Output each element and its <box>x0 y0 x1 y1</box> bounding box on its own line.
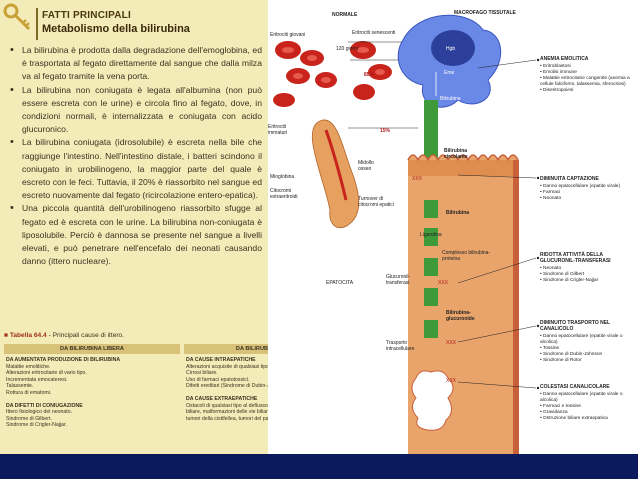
table-line: Malattie emolitiche. <box>6 363 51 370</box>
label-ligandina: Ligandina <box>420 232 442 238</box>
table-caption: ■ Tabella 64.4 - Principali cause di itt… <box>4 332 125 339</box>
bullet-item: La bilirubina è prodotta dalla degradazi… <box>8 44 262 84</box>
cause-title-glucuronil: RIDOTTA ATTIVITÀ DELLA GLUCURONIL-TRANSF… <box>540 252 611 264</box>
page-title: FATTI PRINCIPALI <box>42 10 131 21</box>
cause-item: Gravidanza <box>540 410 636 416</box>
table-col1: DA AUMENTATA PRODUZIONE DI BILIRUBINA Ma… <box>6 356 178 429</box>
cause-item: Neonato <box>540 196 636 202</box>
page-subtitle: Metabolismo della bilirubina <box>42 23 190 35</box>
table-line: Cirrosi biliare. <box>186 370 218 377</box>
bile-canaliculus <box>411 370 454 431</box>
label-bilirubina-liver: Bilirubina <box>446 210 470 216</box>
table-line: Incrementata emocateresi. <box>6 376 68 383</box>
table-line: Sindrome di Crigler-Najjar. <box>6 422 67 429</box>
table-section: DA AUMENTATA PRODUZIONE DI BILIRUBINA <box>6 357 121 363</box>
table-line: Alterazioni eritrocitarie di vario tipo. <box>6 370 87 377</box>
label-bilirubina-circolante: Bilirubina circolante <box>444 148 468 160</box>
table-line: Talassemie. <box>6 383 34 390</box>
label-mioglobina: Mioglobina <box>270 174 295 180</box>
label-trasporto: Trasporto intracellulare <box>386 340 415 352</box>
xxx-marker: XXX <box>446 378 457 384</box>
table-col2: DA CAUSE INTRAEPATICHE Alterazioni acqui… <box>186 356 362 422</box>
table-caption-text: - Principali cause di ittero. <box>46 332 125 339</box>
header-divider <box>36 8 266 40</box>
cause-item: Danno epatocellulare (epatite virale o a… <box>540 334 636 346</box>
cause-item: Neonato <box>540 266 636 272</box>
label-85: 85% <box>364 72 375 78</box>
bilirubin-diagram: NORMALE MACROFAGO TISSUTALE Eritrociti g… <box>268 0 638 454</box>
key-icon <box>3 3 31 31</box>
label-complesso: Complesso bilirubina-proteina <box>442 250 491 262</box>
label-turnover: Turnover di citocromi epatici <box>358 196 394 208</box>
cause-title-captazione: DIMINUITA CAPTAZIONE <box>540 176 599 182</box>
cause-title-trasporto: DIMINUITO TRASPORTO NEL CANALICOLO <box>540 320 611 332</box>
bullet-item: La bilirubina non coniugata è legata all… <box>8 84 262 137</box>
cause-item: Farmaci e tossine <box>540 404 636 410</box>
label-citocromi: Citocromi extraeritroidi <box>270 188 298 200</box>
cause-item: Danno epatocellulare (epatite virale o a… <box>540 392 636 404</box>
cause-item: Sindrome di Rotor <box>540 358 636 364</box>
cause-list-glucuronil: Neonato Sindrome di Gilbert Sindrome di … <box>540 266 636 284</box>
label-macrofago: MACROFAGO TISSUTALE <box>454 10 516 16</box>
cause-title-colestasi: COLESTASI CANALICOLARE <box>540 384 610 390</box>
bullet-item: La bilirubina coniugata (idrosolubile) è… <box>8 136 262 202</box>
cause-item: Sindrome di Crigler-Najjar <box>540 278 636 284</box>
table-line: Difetti ereditari (Sindrome di Dubin-Joh… <box>186 383 335 390</box>
cause-title-anemia: ANEMIA EMOLITICA <box>540 56 589 62</box>
cause-item: Ostruzione biliare extraepatica <box>540 416 636 422</box>
bullet-item: Una piccola quantità dell'urobilinogeno … <box>8 202 262 268</box>
label-epatocita: EPATOCITA <box>326 280 354 286</box>
cause-item: Farmaci <box>540 190 636 196</box>
label-eritrociti-immaturi: Eritrociti immaturi <box>268 124 288 136</box>
label-bil-glucuronide: Bilirubina-glucuronide <box>446 310 475 322</box>
label-midollo: Midollo osseo <box>358 160 374 172</box>
table-section: DA CAUSE EXTRAEPATICHE <box>186 395 258 402</box>
table-section: DA CAUSE INTRAEPATICHE <box>186 357 256 363</box>
table-line: Alterazioni acquisite di qualsiasi tipo … <box>186 363 304 370</box>
label-normale: NORMALE <box>332 12 358 18</box>
cause-list-trasporto: Danno epatocellulare (epatite virale o a… <box>540 334 636 364</box>
cause-item: Danno epatocellulare (epatite virale) <box>540 184 636 190</box>
label-eritrociti-giovani: Eritrociti giovani <box>270 32 306 38</box>
cause-item: Emolisi immune <box>540 70 636 76</box>
label-hgb: Hgb <box>446 46 456 52</box>
table-line: Ostacoli di qualsiasi tipo al deflusso d… <box>186 402 348 416</box>
label-giorni: 120 giorni <box>336 46 358 52</box>
key-facts-panel: FATTI PRINCIPALI Metabolismo della bilir… <box>0 0 268 330</box>
table-section: DA DIFETTI DI CONIUGAZIONE <box>6 402 83 409</box>
label-eme: Eme <box>444 70 455 76</box>
label-glucuronil: Glucuronil-transferasi <box>386 274 411 286</box>
label-eritrociti-senescenti: Eritrociti senescenti <box>352 30 396 36</box>
cause-item: Sindrome di Gilbert <box>540 272 636 278</box>
bone-marrow-bone <box>311 119 360 229</box>
diagram-art <box>273 14 540 454</box>
cause-item: Diseritropoiesi <box>540 88 636 94</box>
table-line: tumori della cistifellea, tumori del pan… <box>186 415 288 422</box>
label-bilirubina: Bilirubina <box>440 96 461 102</box>
cause-item: Eritroblastosi <box>540 64 636 70</box>
table-number: Tabella 64.4 <box>9 332 47 339</box>
table-line: Rottura di ematomi. <box>6 389 52 396</box>
table-header-col1: DA BILIRUBINA LIBERA <box>4 344 180 354</box>
bullet-list: La bilirubina è prodotta dalla degradazi… <box>8 44 262 268</box>
cause-item: Sindrome di Dubin-Johnson <box>540 352 636 358</box>
cause-list-captazione: Danno epatocellulare (epatite virale) Fa… <box>540 184 636 202</box>
table-line: Ittero fisiologico del neonato. <box>6 409 73 416</box>
cause-item: Malattie eritrocitarie congenite (anemia… <box>540 76 636 88</box>
label-15: 15% <box>380 128 391 134</box>
xxx-marker: XXX <box>412 176 423 182</box>
cause-item: Tossine <box>540 346 636 352</box>
xxx-marker: XXX <box>446 340 457 346</box>
table-line: Uso di farmaci epatotossici. <box>186 376 250 383</box>
xxx-marker: XXX <box>438 280 449 286</box>
table-line: Sindrome di Gilbert. <box>6 415 52 422</box>
slide-footer <box>0 454 638 479</box>
cause-list-colestasi: Danno epatocellulare (epatite virale o a… <box>540 392 636 422</box>
cause-list-anemia: Eritroblastosi Emolisi immune Malattie e… <box>540 64 636 94</box>
